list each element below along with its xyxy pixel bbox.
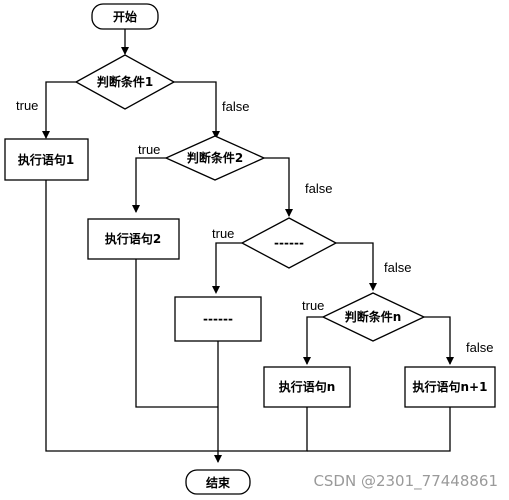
- edge-label-dots-false: false: [384, 260, 411, 275]
- arrowhead: [212, 286, 220, 294]
- decision-cond2: [164, 135, 266, 181]
- arrowhead: [214, 455, 222, 463]
- decision-condn-label: 判断条件n: [345, 309, 402, 324]
- connectors: [45, 29, 451, 462]
- decision-condn: [321, 292, 426, 342]
- decision-cond1: [74, 54, 176, 110]
- edge-stmtn1-end: [307, 407, 451, 452]
- edge-condn-true: [306, 316, 323, 364]
- edge-label-cond2-false: false: [305, 181, 332, 196]
- process-dots-label: ------: [203, 312, 233, 326]
- arrowhead: [285, 209, 293, 217]
- edge-conddots-true: [215, 242, 242, 292]
- edge-label-condn-true: true: [302, 298, 324, 313]
- decision-dots-label: ------: [274, 236, 304, 250]
- process-stmt1-label: 执行语句1: [18, 152, 74, 167]
- process-stmt1: [4, 138, 89, 181]
- decision-dots: [240, 217, 338, 269]
- watermark: CSDN @2301_77448861: [313, 472, 498, 491]
- arrowhead: [369, 283, 377, 291]
- process-dots: [174, 296, 262, 342]
- arrowhead: [132, 205, 140, 213]
- edge-label-condn-false: false: [466, 340, 493, 355]
- process-stmtn1-label: 执行语句n+1: [413, 379, 488, 394]
- edge-cond2-true: [135, 157, 166, 212]
- edge-label-cond1-false: false: [222, 99, 249, 114]
- arrowhead: [303, 357, 311, 365]
- process-stmtn1: [404, 366, 496, 408]
- edge-label-cond2-true: true: [138, 142, 160, 157]
- edge-condn-false: [424, 316, 451, 364]
- start-label: 开始: [113, 9, 137, 24]
- end-terminal: [185, 469, 251, 495]
- edge-cond1-true: [45, 81, 76, 138]
- decision-cond2-label: 判断条件2: [187, 150, 243, 165]
- edge-stmt2-end: [135, 259, 218, 408]
- edge-stmtn-end: [218, 407, 308, 452]
- edge-stmt1-end: [45, 180, 218, 452]
- arrowhead: [212, 131, 220, 139]
- edge-label-dots-true: true: [212, 226, 234, 241]
- start-terminal: [91, 3, 159, 30]
- process-stmt2-label: 执行语句2: [105, 231, 161, 246]
- arrowhead: [446, 357, 454, 365]
- decision-cond1-label: 判断条件1: [97, 74, 153, 89]
- edge-label-cond1-true: true: [16, 98, 38, 113]
- end-label: 结束: [206, 475, 231, 490]
- arrowhead: [121, 47, 129, 55]
- process-stmt2: [87, 218, 180, 260]
- edge-cond1-false: [172, 81, 217, 138]
- edge-conddots-false: [336, 242, 374, 290]
- process-stmtn: [263, 366, 351, 408]
- edge-cond2-false: [264, 157, 290, 216]
- arrowhead: [42, 131, 50, 139]
- process-stmtn-label: 执行语句n: [279, 379, 336, 394]
- arrowheads: [42, 47, 454, 463]
